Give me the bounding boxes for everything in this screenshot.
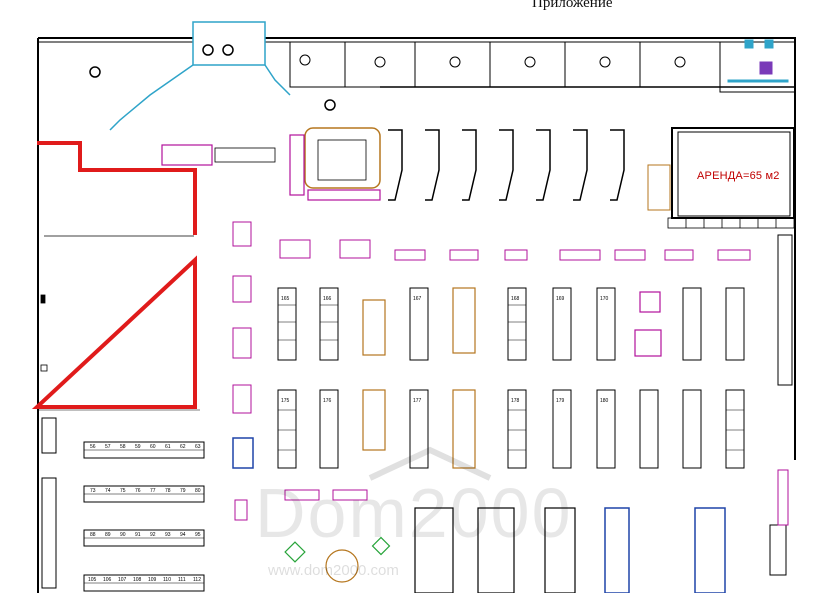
svg-text:177: 177	[413, 398, 422, 404]
svg-text:105: 105	[88, 577, 97, 583]
svg-text:109: 109	[148, 577, 157, 583]
svg-text:106: 106	[103, 577, 112, 583]
watermark-logo: Dom2000	[255, 474, 573, 552]
svg-text:79: 79	[180, 488, 186, 494]
svg-text:75: 75	[120, 488, 126, 494]
svg-text:76: 76	[135, 488, 141, 494]
svg-text:56: 56	[90, 444, 96, 450]
bottom-promo-stands	[234, 489, 368, 521]
svg-text:93: 93	[165, 532, 171, 538]
svg-text:74: 74	[105, 488, 111, 494]
svg-text:63: 63	[195, 444, 201, 450]
left-counter-rows	[83, 441, 205, 592]
right-wall-units	[769, 234, 793, 576]
svg-text:170: 170	[600, 296, 609, 302]
svg-text:166: 166	[323, 296, 332, 302]
svg-text:108: 108	[133, 577, 142, 583]
counter-labels: 56 57 58 59 60 61 62 63 73 74 75 76 77 78 79 80 88 89…	[88, 444, 201, 583]
left-column-stands	[232, 221, 252, 414]
svg-text:58: 58	[120, 444, 126, 450]
svg-text:57: 57	[105, 444, 111, 450]
svg-text:62: 62	[180, 444, 186, 450]
svg-text:180: 180	[600, 398, 609, 404]
rack-labels: 165 166 167 168 169 170 175 176 177 178 179 180	[281, 296, 609, 404]
svg-text:176: 176	[323, 398, 332, 404]
watermark-url: www.dom2000.com	[268, 562, 399, 579]
svg-text:90: 90	[120, 532, 126, 538]
top-service-rooms	[289, 41, 796, 93]
svg-text:110: 110	[163, 577, 171, 583]
svg-text:175: 175	[281, 398, 290, 404]
middle-rack-blocks	[277, 389, 745, 469]
cafe-island	[304, 127, 381, 189]
toilets-block	[727, 39, 789, 83]
svg-text:92: 92	[150, 532, 156, 538]
svg-text:88: 88	[90, 532, 96, 538]
left-wall-niches	[38, 409, 200, 589]
center-kiosk	[634, 291, 662, 357]
checkout-lanes	[388, 129, 625, 201]
svg-text:59: 59	[135, 444, 141, 450]
svg-text:168: 168	[511, 296, 520, 302]
entrance-vestibule	[89, 21, 336, 131]
svg-text:77: 77	[150, 488, 156, 494]
svg-text:89: 89	[105, 532, 111, 538]
freezer-units	[232, 437, 726, 593]
svg-text:61: 61	[165, 444, 171, 450]
promo-row	[279, 239, 751, 261]
watermark-house-shape	[368, 446, 492, 481]
svg-text:60: 60	[150, 444, 156, 450]
svg-text:167: 167	[413, 296, 422, 302]
svg-text:107: 107	[118, 577, 127, 583]
bottom-chilled-racks	[414, 507, 576, 593]
svg-text:95: 95	[195, 532, 201, 538]
svg-text:178: 178	[511, 398, 520, 404]
top-rack-blocks	[277, 287, 745, 361]
plants-and-round-table	[284, 536, 391, 583]
svg-text:112: 112	[193, 577, 201, 583]
svg-text:169: 169	[556, 296, 565, 302]
lease-zone-interior	[40, 235, 194, 372]
svg-text:165: 165	[281, 296, 290, 302]
svg-text:179: 179	[556, 398, 565, 404]
rent-area-counter	[667, 217, 795, 229]
svg-text:73: 73	[90, 488, 96, 494]
rent-area-label: АРЕНДА=65 м2	[697, 170, 780, 182]
svg-text:78: 78	[165, 488, 171, 494]
svg-text:91: 91	[135, 532, 141, 538]
svg-text:80: 80	[195, 488, 201, 494]
wooden-shelving	[362, 287, 476, 469]
svg-text:111: 111	[178, 577, 186, 583]
entrance-zone-stands	[161, 134, 381, 201]
page-title: Приложение	[532, 0, 613, 11]
svg-text:94: 94	[180, 532, 186, 538]
lease-zone-outline	[31, 141, 197, 409]
rack-shelf-dividers	[278, 304, 744, 451]
